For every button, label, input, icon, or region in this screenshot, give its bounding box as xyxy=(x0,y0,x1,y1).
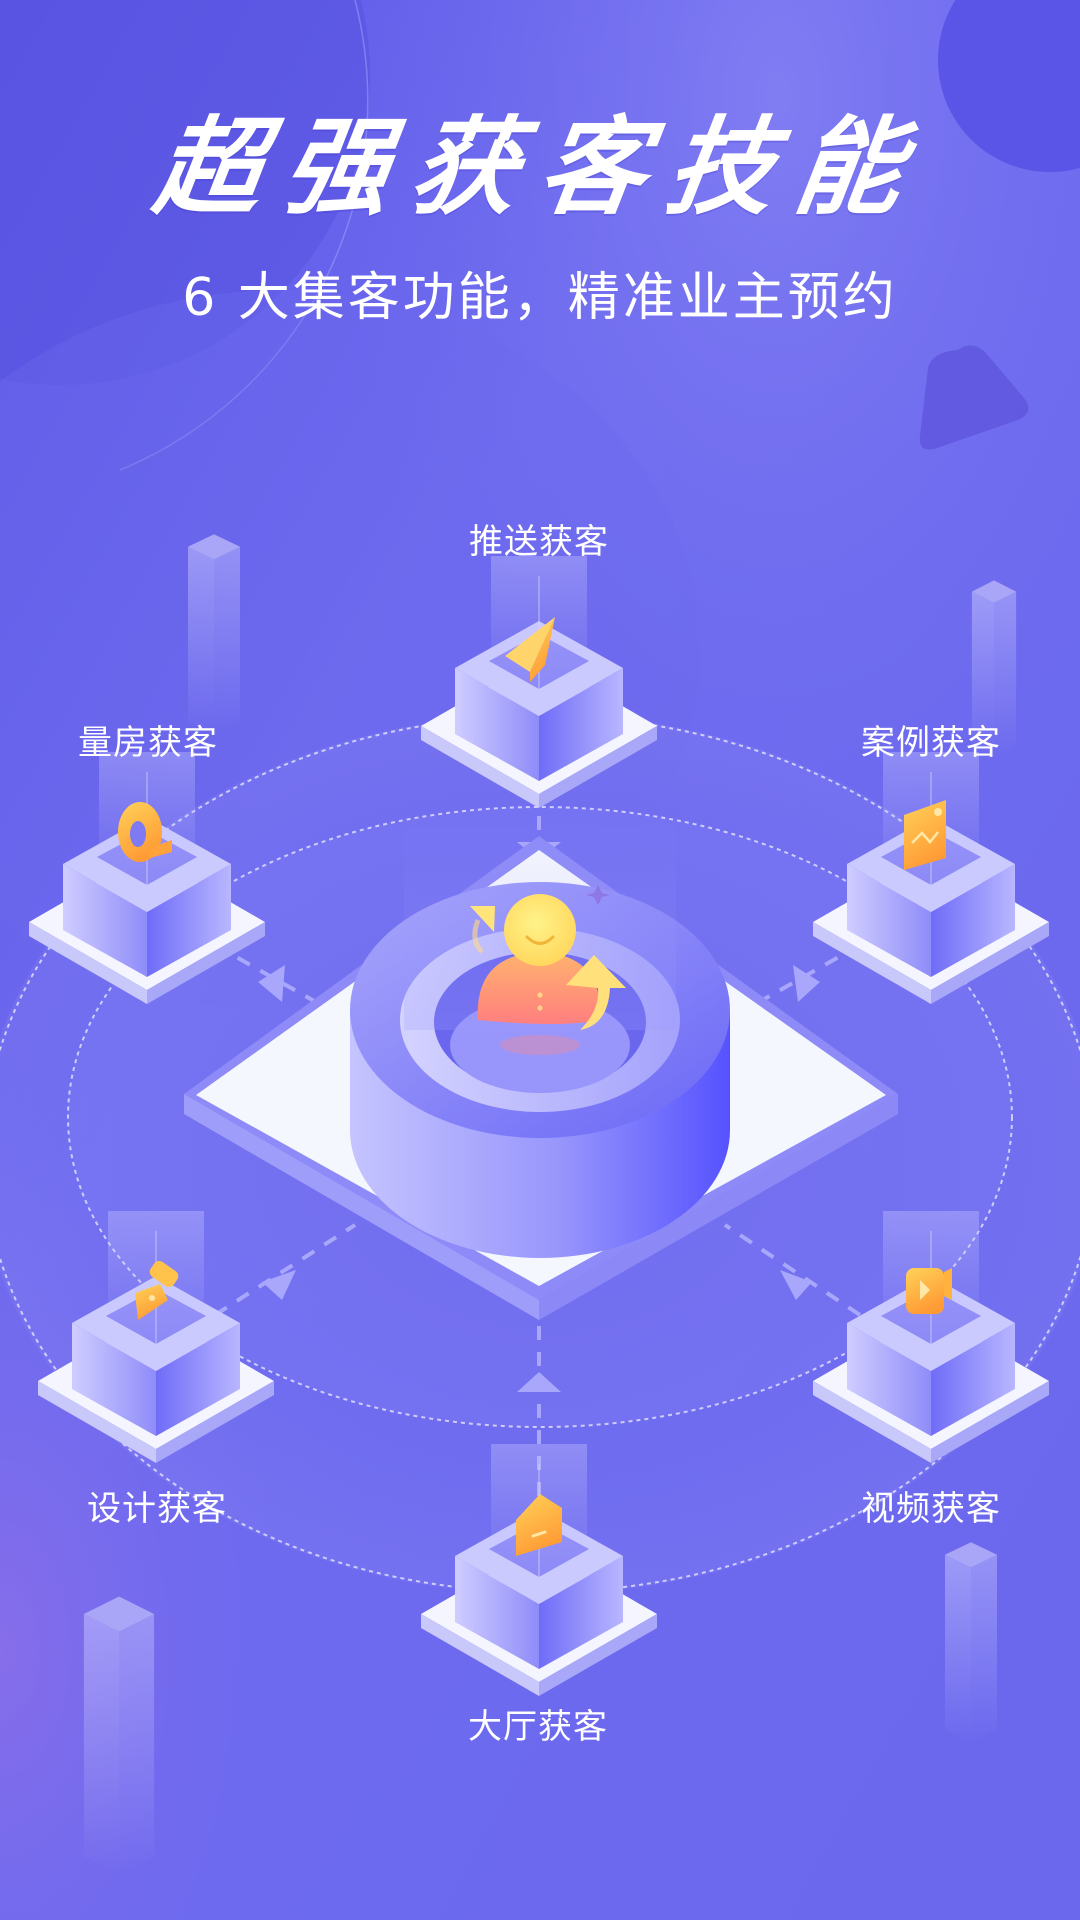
decor-circle xyxy=(0,0,370,385)
feature-label-push: 推送获客 xyxy=(469,522,609,562)
decor-bar xyxy=(188,534,240,734)
image-icon xyxy=(904,800,946,870)
decor-triangle xyxy=(919,345,1029,450)
video-camera-icon xyxy=(906,1268,952,1314)
inner-orbit xyxy=(67,806,1013,1428)
house-icon xyxy=(516,1494,562,1556)
feature-label-hall: 大厅获客 xyxy=(468,1707,608,1747)
paper-plane-icon xyxy=(505,617,555,682)
feature-label-case: 案例获客 xyxy=(861,723,1001,763)
page-subtitle: 6 大集客功能，精准业主预约 xyxy=(182,268,898,328)
pen-nib-icon xyxy=(135,1260,179,1320)
feature-label-video: 视频获客 xyxy=(861,1489,1001,1529)
customer-avatar-icon xyxy=(470,885,626,1055)
decor-bar xyxy=(945,1542,997,1742)
tape-measure-icon xyxy=(118,802,172,862)
feature-label-design: 设计获客 xyxy=(87,1489,227,1529)
feature-label-measure: 量房获客 xyxy=(78,723,218,763)
decor-circle-right xyxy=(938,0,1080,172)
page-title: 超强获客技能 xyxy=(147,106,933,229)
decor-bar xyxy=(83,1596,155,1874)
